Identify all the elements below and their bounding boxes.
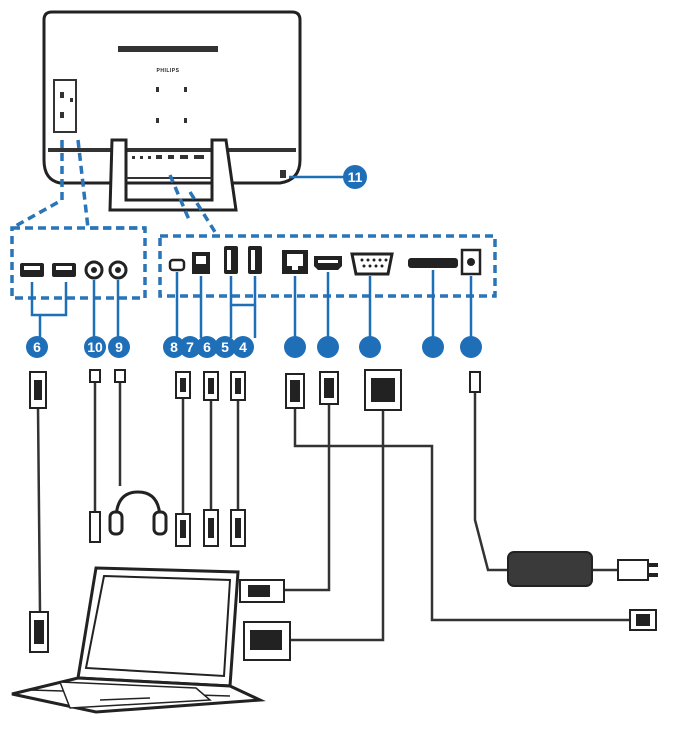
badge-9: 9 <box>108 336 130 358</box>
audio-plug-icon <box>114 369 126 383</box>
audio-plug-icon <box>89 511 101 543</box>
usb-port-icon <box>20 263 44 277</box>
kensington-lock-icon <box>280 170 286 178</box>
audio-jack-icon <box>108 260 128 280</box>
badge-6-right: 6 <box>196 336 218 358</box>
badge-label: 10 <box>87 339 103 355</box>
badge-blank-vga <box>359 336 381 358</box>
badge-label: 9 <box>115 339 123 355</box>
badge-label: 4 <box>239 339 247 355</box>
rj45-port-icon <box>282 250 308 274</box>
power-adapter-icon <box>507 551 658 587</box>
badge-label: 7 <box>186 339 194 355</box>
audio-jack-icon <box>84 260 104 280</box>
badge-6: 6 <box>26 336 48 358</box>
usb-port-icon <box>52 263 76 277</box>
badge-blank-power <box>460 336 482 358</box>
badge-blank-sd <box>422 336 444 358</box>
dc-power-port-icon <box>460 248 482 276</box>
badge-label: 6 <box>33 339 41 355</box>
usb-b-port-icon <box>192 252 210 274</box>
badge-8: 8 <box>163 336 185 358</box>
usb-port-icon <box>224 246 238 274</box>
laptop-icon <box>11 566 266 714</box>
badge-label: 5 <box>221 339 229 355</box>
badge-blank-rj45 <box>284 336 306 358</box>
monitor-rear-view-icon: PHILIPS <box>42 10 302 212</box>
hdmi-port-icon <box>314 256 342 270</box>
usb-port-icon <box>248 246 262 274</box>
sd-card-slot-icon <box>408 258 458 268</box>
headphones-icon <box>108 490 168 536</box>
badge-4: 4 <box>232 336 254 358</box>
mini-usb-port-icon <box>168 258 186 272</box>
badge-5: 5 <box>214 336 236 358</box>
badge-label: 8 <box>170 339 178 355</box>
vga-port-icon <box>350 252 394 276</box>
audio-plug-icon <box>89 369 101 383</box>
dc-plug-icon <box>469 371 481 393</box>
badge-blank-hdmi <box>317 336 339 358</box>
badge-10: 10 <box>84 336 106 358</box>
badge-label: 6 <box>203 339 211 355</box>
badge-label: 11 <box>348 169 363 185</box>
badge-7: 7 <box>179 336 201 358</box>
brand-logo: PHILIPS <box>157 68 180 74</box>
badge-11: 11 <box>343 165 367 189</box>
port-zoom-outlines <box>10 139 497 300</box>
